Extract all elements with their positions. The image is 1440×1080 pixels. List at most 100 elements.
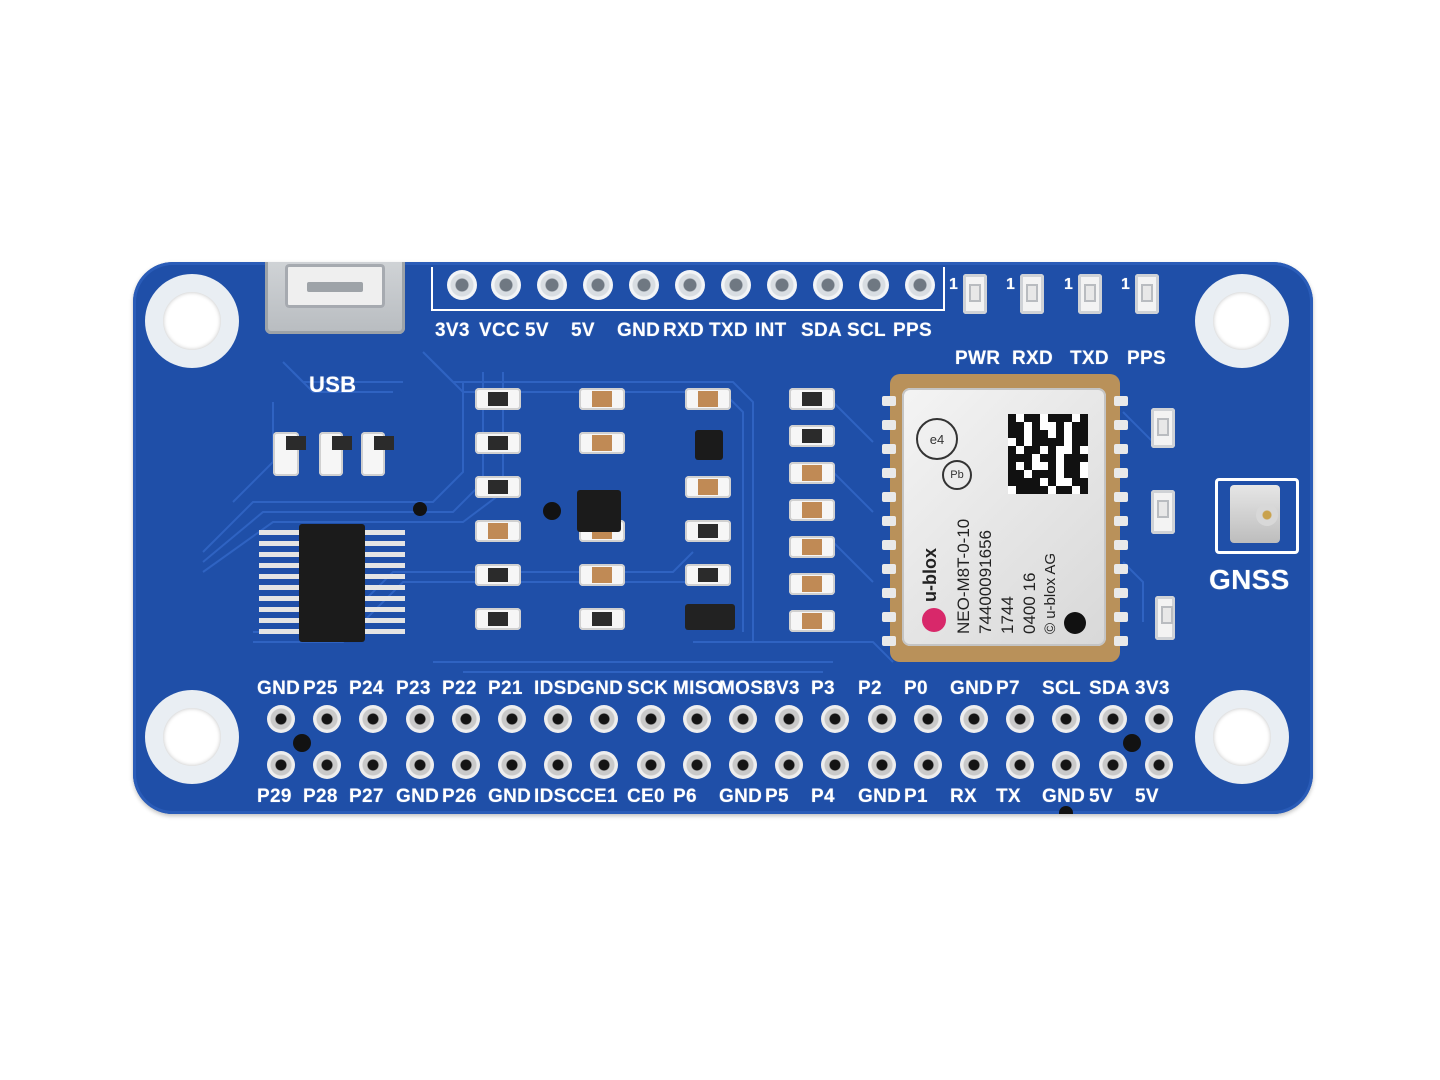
uart-pin[interactable] bbox=[767, 270, 797, 300]
uart-pin[interactable] bbox=[675, 270, 705, 300]
gpio-pin[interactable] bbox=[359, 751, 387, 779]
gpio-pin[interactable] bbox=[821, 705, 849, 733]
gpio-pin[interactable] bbox=[498, 705, 526, 733]
gpio-pin[interactable] bbox=[1006, 751, 1034, 779]
capacitor bbox=[789, 499, 835, 521]
uart-pin-label: PPS bbox=[893, 320, 932, 341]
gpio-pin[interactable] bbox=[683, 751, 711, 779]
chip-leg bbox=[259, 530, 299, 535]
gpio-pin[interactable] bbox=[590, 705, 618, 733]
gpio-pin[interactable] bbox=[637, 751, 665, 779]
capacitor bbox=[789, 462, 835, 484]
resistor bbox=[579, 608, 625, 630]
gpio-pin[interactable] bbox=[1006, 705, 1034, 733]
via bbox=[413, 502, 427, 516]
uart-pin-label: RXD bbox=[663, 320, 705, 341]
gpio-pin[interactable] bbox=[406, 705, 434, 733]
diode bbox=[685, 604, 735, 630]
smd-component bbox=[361, 432, 394, 476]
gpio-pin[interactable] bbox=[775, 751, 803, 779]
module-model: NEO-M8T-0-10 bbox=[954, 518, 973, 634]
gpio-pin[interactable] bbox=[868, 751, 896, 779]
uart-pin-label: 5V bbox=[571, 320, 595, 341]
gpio-top-label: GND bbox=[257, 678, 301, 699]
gpio-pin[interactable] bbox=[683, 705, 711, 733]
gpio-pin[interactable] bbox=[868, 705, 896, 733]
gpio-bottom-label: P6 bbox=[673, 786, 697, 807]
gpio-pin[interactable] bbox=[775, 705, 803, 733]
gpio-pin[interactable] bbox=[452, 705, 480, 733]
gpio-pin[interactable] bbox=[1052, 705, 1080, 733]
gpio-pin[interactable] bbox=[313, 751, 341, 779]
gpio-bottom-label: P29 bbox=[257, 786, 292, 807]
gpio-pin[interactable] bbox=[914, 705, 942, 733]
resistor bbox=[685, 520, 731, 542]
gpio-bottom-label: CE0 bbox=[627, 786, 665, 807]
via bbox=[543, 502, 561, 520]
chip-leg bbox=[365, 552, 405, 557]
gpio-pin[interactable] bbox=[1145, 751, 1173, 779]
gpio-bottom-label: GND bbox=[719, 786, 763, 807]
gpio-pin[interactable] bbox=[590, 751, 618, 779]
uart-pin[interactable] bbox=[905, 270, 935, 300]
gpio-pin[interactable] bbox=[1145, 705, 1173, 733]
smd-component bbox=[1155, 596, 1175, 640]
gpio-top-label: 3V3 bbox=[765, 678, 800, 699]
status-led-label: PWR bbox=[955, 348, 1001, 369]
gpio-bottom-label: TX bbox=[996, 786, 1021, 807]
gpio-pin[interactable] bbox=[452, 751, 480, 779]
uart-pin-label: SDA bbox=[801, 320, 843, 341]
gpio-pin[interactable] bbox=[914, 751, 942, 779]
gpio-pin[interactable] bbox=[313, 705, 341, 733]
uart-pin[interactable] bbox=[629, 270, 659, 300]
gpio-bottom-label: GND bbox=[858, 786, 902, 807]
gpio-pin[interactable] bbox=[960, 705, 988, 733]
uart-pin[interactable] bbox=[583, 270, 613, 300]
gpio-top-label: MOSI bbox=[719, 678, 769, 699]
gpio-pin[interactable] bbox=[729, 705, 757, 733]
gpio-pin[interactable] bbox=[1099, 751, 1127, 779]
uart-pin[interactable] bbox=[447, 270, 477, 300]
uart-pin[interactable] bbox=[491, 270, 521, 300]
module-pad bbox=[882, 564, 896, 574]
module-pad bbox=[1114, 516, 1128, 526]
gpio-pin[interactable] bbox=[359, 705, 387, 733]
resistor bbox=[685, 564, 731, 586]
status-led-label: RXD bbox=[1012, 348, 1054, 369]
uart-pin[interactable] bbox=[813, 270, 843, 300]
module-pad bbox=[882, 540, 896, 550]
resistor bbox=[789, 425, 835, 447]
gpio-pin[interactable] bbox=[544, 705, 572, 733]
capacitor bbox=[579, 564, 625, 586]
gpio-top-label: SCL bbox=[1042, 678, 1081, 699]
gpio-pin[interactable] bbox=[267, 751, 295, 779]
uart-pin-label: INT bbox=[755, 320, 787, 341]
uart-pin[interactable] bbox=[721, 270, 751, 300]
gpio-pin[interactable] bbox=[406, 751, 434, 779]
module-pad bbox=[882, 516, 896, 526]
antenna-connector[interactable] bbox=[1215, 478, 1299, 554]
smd-component bbox=[319, 432, 352, 476]
gpio-top-label: SCK bbox=[627, 678, 669, 699]
usb-label: USB bbox=[309, 372, 357, 397]
gpio-pin[interactable] bbox=[729, 751, 757, 779]
gpio-pin[interactable] bbox=[637, 705, 665, 733]
gpio-pin[interactable] bbox=[1099, 705, 1127, 733]
gpio-pin[interactable] bbox=[498, 751, 526, 779]
uart-pin[interactable] bbox=[537, 270, 567, 300]
gpio-bottom-label: 5V bbox=[1089, 786, 1113, 807]
led-pin1-mark: 1 bbox=[1064, 276, 1074, 293]
chip-leg bbox=[365, 596, 405, 601]
gpio-pin[interactable] bbox=[267, 705, 295, 733]
gpio-pin[interactable] bbox=[544, 751, 572, 779]
gpio-pin[interactable] bbox=[960, 751, 988, 779]
gpio-bottom-label: GND bbox=[488, 786, 532, 807]
uart-pin[interactable] bbox=[859, 270, 889, 300]
gpio-bottom-label: GND bbox=[1042, 786, 1086, 807]
gpio-bottom-label: P27 bbox=[349, 786, 384, 807]
gpio-pin[interactable] bbox=[821, 751, 849, 779]
gpio-pin[interactable] bbox=[1052, 751, 1080, 779]
mounting-hole-bottom-right bbox=[1195, 690, 1289, 784]
gpio-top-label: P3 bbox=[811, 678, 835, 699]
resistor bbox=[475, 608, 521, 630]
